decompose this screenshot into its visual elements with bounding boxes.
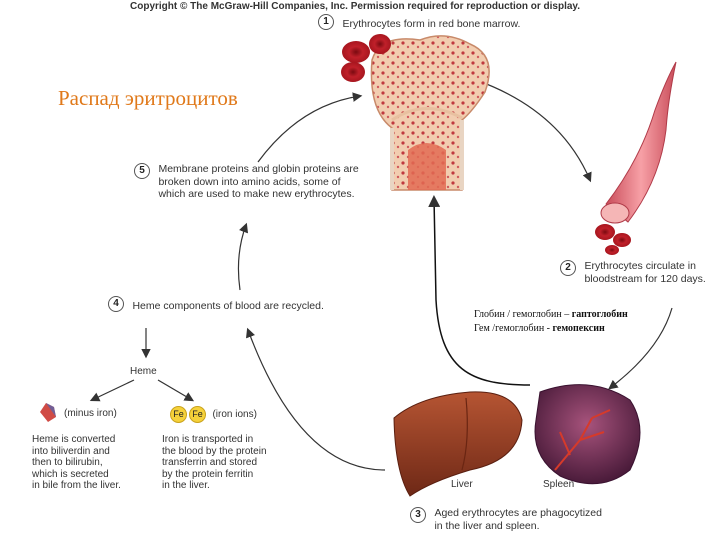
liver-label: Liver — [451, 479, 473, 491]
step-4: 4 Heme components of blood are recycled. — [108, 296, 324, 314]
iron-fate-line: by the protein ferritin — [162, 469, 267, 481]
heme-right-arrow — [158, 380, 192, 400]
step-2-line-1: Erythrocytes circulate in — [584, 260, 705, 273]
step-3: 3 Aged erythrocytes are phagocytized in … — [410, 507, 602, 532]
slide-title: Распад эритроцитов — [58, 86, 238, 111]
spleen-label: Spleen — [543, 479, 574, 491]
bone-marrow-illustration — [371, 36, 489, 190]
step-5-number: 5 — [134, 163, 150, 179]
step-5-line-1: Membrane proteins and globin proteins ar… — [158, 163, 358, 176]
spleen-illustration — [535, 385, 640, 484]
heme-label: Heme — [130, 366, 157, 378]
cycle-arrow-3-to-4 — [248, 330, 385, 470]
iron-fate-line: transferrin and stored — [162, 457, 267, 469]
blood-vessel-illustration — [595, 62, 676, 255]
step-1: 1 Erythrocytes form in red bone marrow. — [318, 14, 520, 32]
ru-note-line-1: Глобин / гемоглобин – гаптоглобин — [474, 308, 628, 322]
step-5: 5 Membrane proteins and globin proteins … — [134, 163, 359, 201]
step-1-number: 1 — [318, 14, 334, 30]
iron-ions-label: (iron ions) — [212, 409, 256, 420]
iron-fate-line: Iron is transported in — [162, 434, 267, 446]
rbc — [342, 41, 370, 63]
step-3-line-1: Aged erythrocytes are phagocytized — [434, 507, 602, 520]
heme-fate-line: in bile from the liver. — [32, 480, 121, 492]
rbc — [369, 34, 391, 54]
step-2: 2 Erythrocytes circulate in bloodstream … — [560, 260, 706, 285]
cycle-arrow-4-to-5 — [238, 225, 246, 290]
iron-fate-line: in the liver. — [162, 480, 267, 492]
heme-fate-line: into biliverdin and — [32, 446, 121, 458]
step-1-text: Erythrocytes form in red bone marrow. — [342, 18, 520, 30]
step-5-line-2: broken down into amino acids, some of — [158, 176, 358, 189]
return-arrow-to-marrow — [434, 198, 530, 385]
step-3-number: 3 — [410, 507, 426, 523]
step-3-line-2: in the liver and spleen. — [434, 520, 602, 533]
cycle-arrow-5-to-1 — [258, 96, 360, 162]
step-5-line-3: which are used to make new erythrocytes. — [158, 188, 358, 201]
copyright-notice: Copyright © The McGraw-Hill Companies, I… — [130, 1, 580, 12]
iron-fate-text: Iron is transported in the blood by the … — [162, 434, 267, 492]
rbc — [341, 62, 365, 82]
step-4-number: 4 — [108, 296, 124, 312]
minus-iron-label: (minus iron) — [64, 408, 117, 420]
step-2-line-2: bloodstream for 120 days. — [584, 273, 705, 286]
heme-fate-line: which is secreted — [32, 469, 121, 481]
heme-fate-text: Heme is converted into biliverdin and th… — [32, 434, 121, 492]
heme-fate-line: then to bilirubin, — [32, 457, 121, 469]
heme-fate-line: Heme is converted — [32, 434, 121, 446]
fe-ion-icon: Fe — [170, 406, 187, 423]
russian-notes: Глобин / гемоглобин – гаптоглобин Гем /г… — [474, 308, 628, 336]
step-4-text: Heme components of blood are recycled. — [132, 300, 323, 312]
fe-ion-icon: Fe — [189, 406, 206, 423]
step-2-number: 2 — [560, 260, 576, 276]
heme-molecule-icon — [40, 403, 56, 422]
iron-fate-line: the blood by the protein — [162, 446, 267, 458]
ru-note-line-2: Гем /гемоглобин - гемопексин — [474, 322, 628, 336]
heme-left-arrow — [92, 380, 134, 400]
cycle-arrow-1-to-2 — [476, 80, 590, 180]
